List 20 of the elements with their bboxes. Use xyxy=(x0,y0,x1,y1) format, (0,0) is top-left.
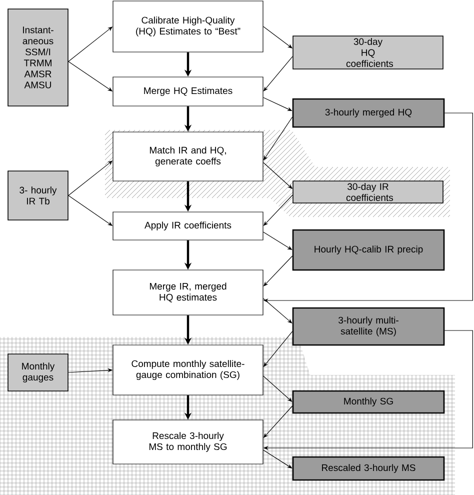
process-box: Compute monthly satellite-gauge combination (SG) xyxy=(112,344,264,396)
arrow xyxy=(263,298,292,324)
input-box: Monthly gauges xyxy=(8,354,68,392)
arrow xyxy=(263,376,292,402)
process-box: Merge HQ Estimates xyxy=(112,76,264,106)
product-box: Hourly HQ-calib IR precip xyxy=(292,229,445,271)
arrow xyxy=(263,116,293,160)
product-box: Rescaled 3-hourly MS xyxy=(292,456,445,481)
process-box: Calibrate High-Quality (HQ) Estimates to “Best” xyxy=(112,0,264,52)
process-box: Apply IR coefficients xyxy=(112,212,264,240)
input-box: 3- hourly IR Tb xyxy=(8,170,68,220)
product-box: Monthly SG xyxy=(292,390,445,414)
process-box: Rescale 3-hourly MS to monthly SG xyxy=(112,420,264,464)
coefficient-box: 30-day HQ coefficients xyxy=(292,36,444,70)
process-box: Merge IR, merged HQ estimates xyxy=(112,270,264,316)
input-box: Instant- aneous SSM/I TRMM AMSR AMSU xyxy=(8,8,68,106)
process-box: Match IR and HQ, generate coeffs xyxy=(112,132,264,182)
coefficient-box: 30-day IR coefficients xyxy=(292,180,444,204)
product-box: 3-hourly multi-satellite (MS) xyxy=(292,307,445,346)
product-box: 3-hourly merged HQ xyxy=(292,98,445,128)
